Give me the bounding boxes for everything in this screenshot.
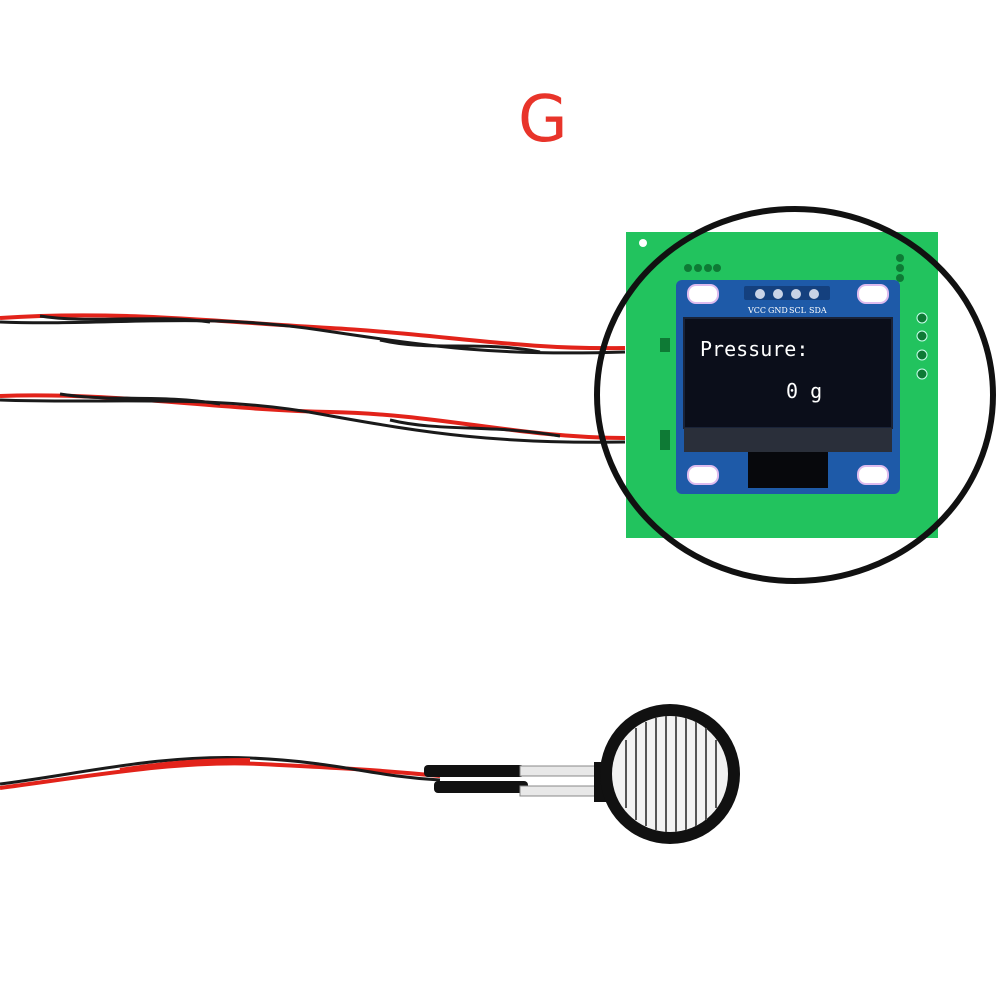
oled-line-2: 0 g — [786, 379, 822, 403]
ribbon-cable — [748, 452, 828, 488]
pin-label-gnd: GND — [768, 306, 788, 315]
magnifier-ring — [594, 206, 996, 584]
oled-line-1: Pressure: — [700, 337, 808, 361]
pin-label-vcc: VCC — [747, 306, 766, 315]
pin-label-scl: SCL — [789, 306, 807, 315]
wire-pair-bottom — [0, 756, 441, 790]
pin-label-sda: SDA — [809, 306, 827, 315]
wire-pair-top — [0, 313, 626, 355]
force-sensor — [424, 704, 740, 844]
wire-pair-middle — [0, 392, 626, 444]
product-variant-letter: G — [518, 83, 568, 157]
oled-screen — [683, 317, 893, 429]
oled-module: VCC GND SCL SDA Pressure: 0 g — [676, 280, 900, 494]
